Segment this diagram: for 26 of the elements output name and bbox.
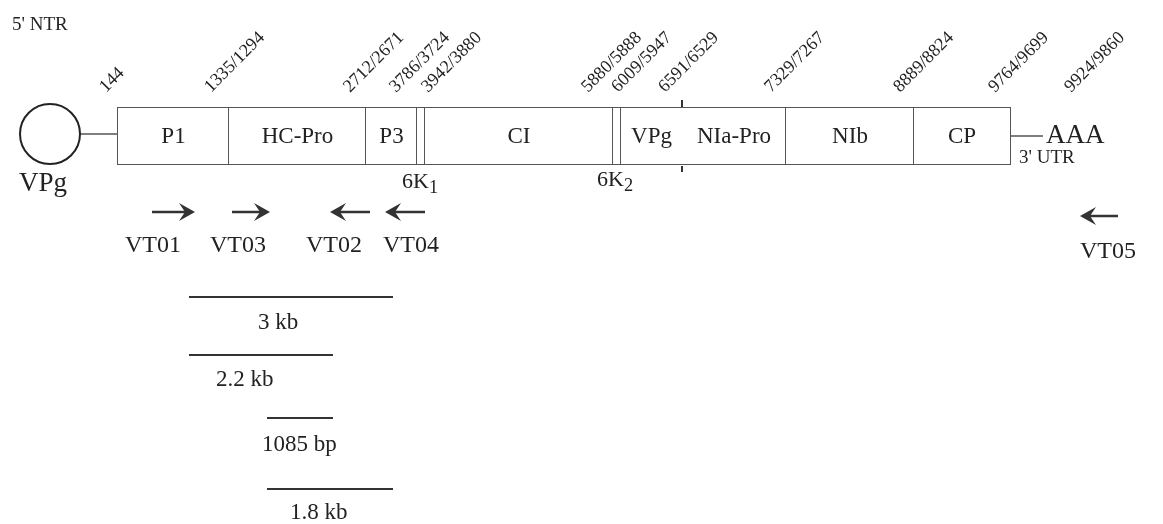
gene-segment: P1 [117, 107, 230, 165]
gene-segment: NIb [785, 107, 915, 165]
region-label: 3' UTR [1019, 147, 1075, 166]
product-size-label: 3 kb [258, 310, 299, 333]
primer-label: VT02 [306, 232, 362, 256]
segment-label: 6K$_{1}$ [402, 170, 439, 197]
region-label: 5' NTR [12, 14, 68, 33]
primer-label: VT03 [210, 232, 266, 256]
product-size-label: 1085 bp [262, 432, 337, 455]
connector-line [80, 133, 118, 135]
gene-segment: NIa-Pro [682, 107, 787, 165]
position-number: 144 [95, 63, 128, 95]
product-size-label: 2.2 kb [216, 367, 274, 390]
gene-segment: P3 [365, 107, 418, 165]
connector-line [1010, 135, 1044, 137]
poly-a-label: AAA [1046, 121, 1105, 148]
gene-segment: CP [913, 107, 1011, 165]
primer-label: VT04 [383, 232, 439, 256]
primer-label: VT01 [125, 232, 181, 256]
gene-segment: VPg [620, 107, 682, 165]
node-label: VPg [19, 169, 67, 196]
gene-segment: HC-Pro [228, 107, 367, 165]
gene-segment: CI [424, 107, 614, 165]
primer-label: VT05 [1080, 238, 1136, 262]
segment-label: 6K$_{2}$ [597, 168, 634, 195]
product-size-label: 1.8 kb [290, 500, 348, 523]
